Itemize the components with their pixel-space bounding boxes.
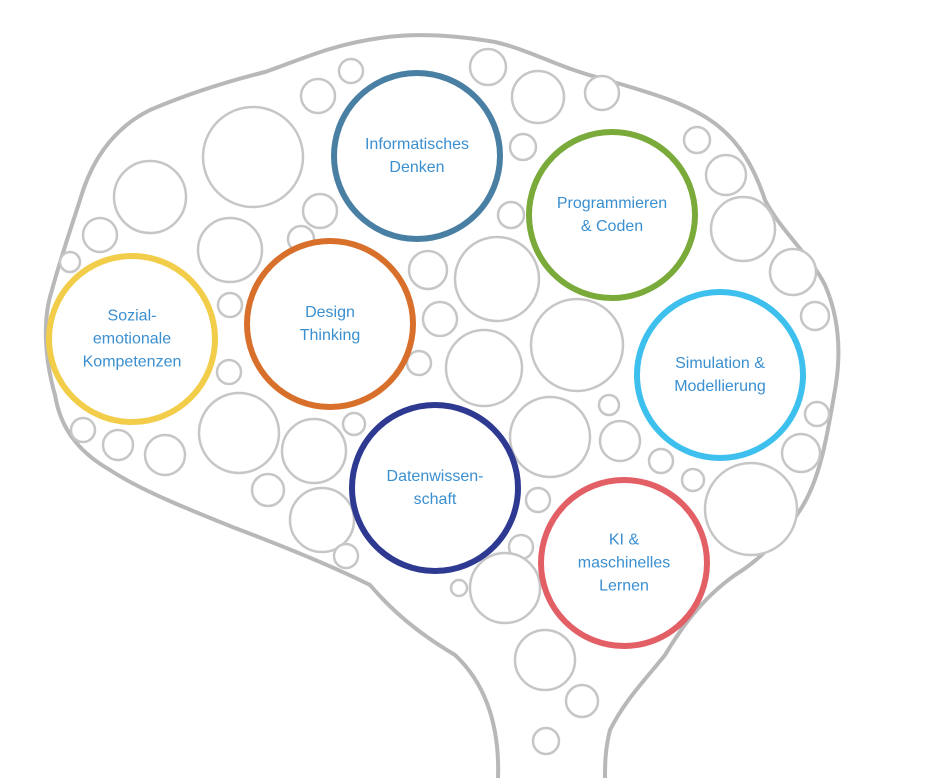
small-circle bbox=[468, 551, 542, 625]
small-circle bbox=[598, 419, 642, 463]
small-circle bbox=[216, 291, 244, 319]
small-circle bbox=[341, 411, 367, 437]
small-circle bbox=[143, 433, 187, 477]
small-circle bbox=[709, 195, 777, 263]
small-circle bbox=[58, 250, 82, 274]
small-circle bbox=[597, 393, 621, 417]
brain-outline bbox=[43, 33, 841, 779]
small-circle bbox=[510, 69, 566, 125]
small-circle bbox=[703, 461, 799, 557]
small-circle bbox=[496, 200, 526, 230]
small-circle bbox=[468, 47, 508, 87]
small-circle bbox=[682, 125, 712, 155]
small-circle bbox=[112, 159, 188, 235]
small-circle bbox=[799, 300, 831, 332]
small-circle bbox=[197, 391, 281, 475]
small-circle bbox=[301, 192, 339, 230]
topic-circle-informatisches-denken bbox=[331, 70, 503, 242]
small-circle bbox=[524, 486, 552, 514]
small-circle bbox=[81, 216, 119, 254]
small-circle bbox=[508, 395, 592, 479]
small-circle bbox=[508, 132, 538, 162]
topic-circle-sozial-emotionale-kompetenzen bbox=[46, 253, 218, 425]
small-circle bbox=[803, 400, 831, 428]
small-circle bbox=[405, 349, 433, 377]
small-circle bbox=[453, 235, 541, 323]
small-circle bbox=[101, 428, 135, 462]
topic-circle-simulation-modellierung bbox=[634, 289, 806, 461]
small-circle bbox=[583, 74, 621, 112]
small-circle bbox=[421, 300, 459, 338]
small-circle bbox=[531, 726, 561, 756]
topic-circles-group bbox=[46, 70, 806, 649]
small-circle bbox=[280, 417, 348, 485]
small-circle bbox=[288, 486, 356, 554]
small-circle bbox=[407, 249, 449, 291]
small-circles-group bbox=[58, 47, 831, 756]
small-circle bbox=[215, 358, 243, 386]
topic-circle-ki-maschinelles-lernen bbox=[538, 477, 710, 649]
topic-circle-programmieren-coden bbox=[526, 129, 698, 301]
small-circle bbox=[196, 216, 264, 284]
small-circle bbox=[680, 467, 706, 493]
small-circle bbox=[332, 542, 360, 570]
small-circle bbox=[768, 247, 818, 297]
small-circle bbox=[529, 297, 625, 393]
small-circle bbox=[337, 57, 365, 85]
small-circle bbox=[444, 328, 524, 408]
small-circle bbox=[201, 105, 305, 209]
topic-circle-design-thinking bbox=[244, 238, 416, 410]
small-circle bbox=[564, 683, 600, 719]
small-circle bbox=[250, 472, 286, 508]
small-circle bbox=[704, 153, 748, 197]
topic-circle-datenwissenschaft bbox=[349, 402, 521, 574]
small-circle bbox=[780, 432, 822, 474]
small-circle bbox=[69, 416, 97, 444]
small-circle bbox=[449, 578, 469, 598]
small-circle bbox=[513, 628, 577, 692]
small-circle bbox=[647, 447, 675, 475]
small-circle bbox=[299, 77, 337, 115]
